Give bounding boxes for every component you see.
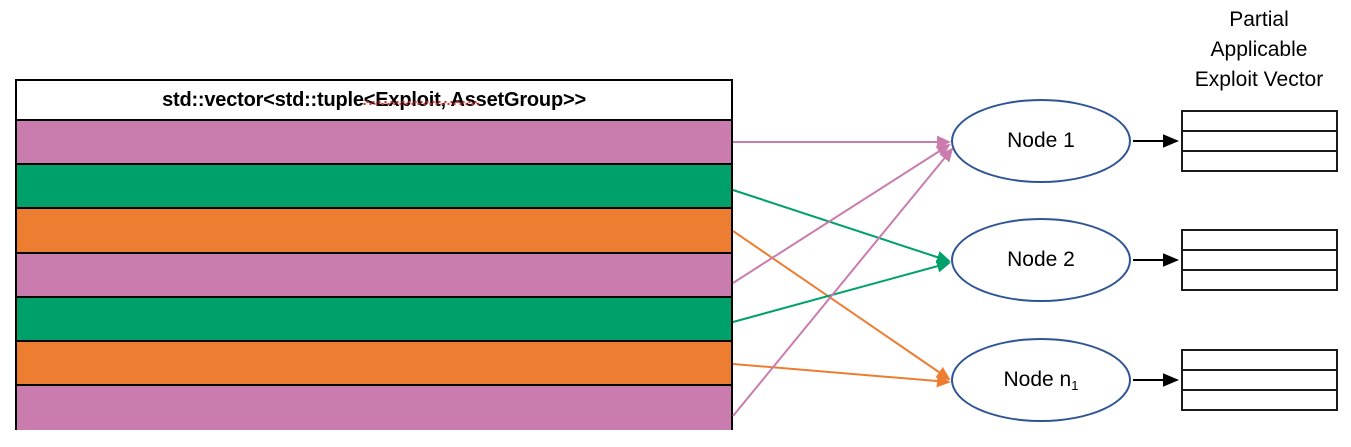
vector-row-4 xyxy=(17,253,731,298)
output-vector-cell xyxy=(1183,152,1336,170)
output-vector-cell xyxy=(1183,271,1336,289)
node-ellipse-noden[interactable]: Node n1 xyxy=(951,338,1131,422)
node-label-node2: Node 2 xyxy=(1007,248,1075,271)
vector-row-3 xyxy=(17,209,731,254)
edge-row6-to-noden xyxy=(732,363,951,388)
caption-line-2: Applicable xyxy=(1210,38,1308,61)
output-vector-out2 xyxy=(1181,229,1338,291)
vector-row-2 xyxy=(17,165,731,210)
node-label-subscript-noden: 1 xyxy=(1071,378,1079,393)
vector-row-6 xyxy=(17,341,731,387)
edge-row4-to-node1 xyxy=(732,143,951,284)
spellcheck-squiggle-icon xyxy=(363,101,479,105)
node-label-noden: Node n1 xyxy=(1003,368,1079,393)
output-vector-out3 xyxy=(1181,349,1338,411)
vector-table-header: std::vector<std::tuple<Exploit, AssetGro… xyxy=(17,81,731,121)
output-vector-cell xyxy=(1183,251,1336,271)
output-vector-cell xyxy=(1183,371,1336,391)
output-vector-cell xyxy=(1183,391,1336,409)
vector-row-5 xyxy=(17,297,731,342)
vector-table-rows xyxy=(17,121,731,431)
vector-row-1 xyxy=(17,121,731,166)
partial-applicable-exploit-vector-caption: Partial Applicable Exploit Vector xyxy=(1164,5,1351,95)
output-vector-out1 xyxy=(1181,110,1338,172)
edge-row5-to-node2 xyxy=(732,259,951,323)
output-vector-cell xyxy=(1183,112,1336,132)
row-to-node-edges xyxy=(732,135,954,417)
output-vector-cell xyxy=(1183,351,1336,371)
output-vector-cell xyxy=(1183,231,1336,251)
exploit-assetgroup-vector-table: std::vector<std::tuple<Exploit, AssetGro… xyxy=(15,79,733,431)
edge-row2-to-node2 xyxy=(732,189,951,264)
node-label-node1: Node 1 xyxy=(1007,129,1075,152)
node-to-output-edges xyxy=(1133,134,1179,387)
edge-row3-to-noden xyxy=(732,230,951,381)
vector-table-header-label: std::vector<std::tuple<Exploit, AssetGro… xyxy=(162,88,586,111)
caption-line-1: Partial xyxy=(1229,8,1289,31)
vector-row-7 xyxy=(17,386,731,431)
node-ellipse-node1[interactable]: Node 1 xyxy=(951,99,1131,183)
edge-row7-to-node1 xyxy=(732,147,954,417)
output-vector-cell xyxy=(1183,132,1336,152)
caption-line-3: Exploit Vector xyxy=(1194,68,1324,91)
node-ellipse-node2[interactable]: Node 2 xyxy=(951,218,1131,302)
